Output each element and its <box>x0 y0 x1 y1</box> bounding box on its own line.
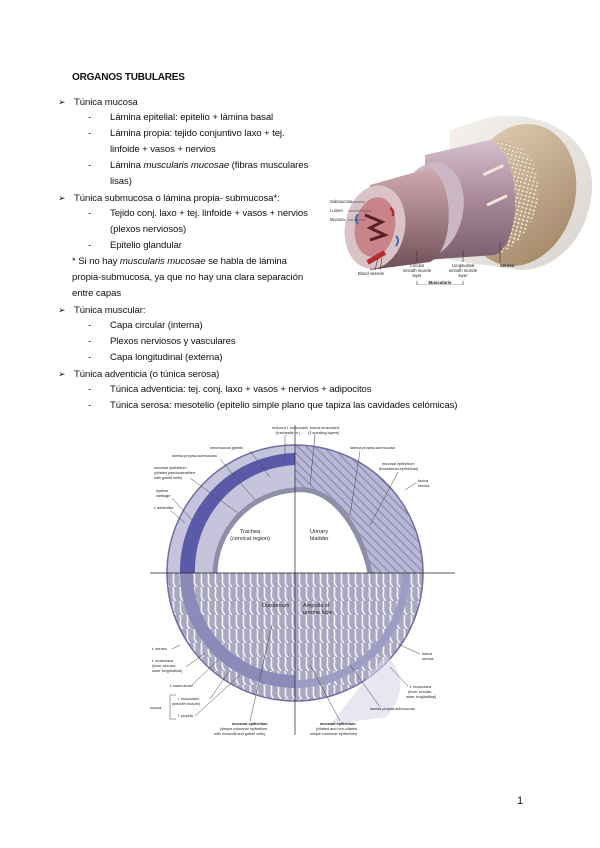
svg-text:(inner circular,: (inner circular, <box>152 664 176 668</box>
svg-text:(inner circular,: (inner circular, <box>408 690 432 694</box>
label-mucosa: Mucosa <box>330 217 345 222</box>
list-item: -Túnica serosa: mesotelio (epitelio simp… <box>88 398 457 414</box>
page-title: ORGANOS TUBULARES <box>72 72 185 83</box>
label-blood-vessels: Blood vessels <box>358 271 384 276</box>
quadrant-trachea: Trachea <box>240 529 261 535</box>
svg-text:mucosal epithelium: mucosal epithelium <box>154 466 187 470</box>
svg-text:(ciliated pseudostratified: (ciliated pseudostratified <box>154 471 195 475</box>
svg-text:bladder: bladder <box>310 536 329 542</box>
svg-text:simple columnar epithelium): simple columnar epithelium) <box>310 732 358 736</box>
svg-text:serosa: serosa <box>422 657 434 661</box>
list-item: -Plexos nerviosos y vasculares <box>88 334 236 350</box>
svg-text:l. muscularis: l. muscularis <box>178 697 199 701</box>
dash-bullet-icon: - <box>88 400 92 411</box>
quadrant-urinary-bladder: Urinary <box>310 529 328 535</box>
svg-text:lamina propria-submucosa: lamina propria-submucosa <box>370 707 416 711</box>
svg-text:hyaline: hyaline <box>156 489 168 493</box>
svg-text:mucosa: mucosa <box>150 706 162 710</box>
dash-bullet-icon: - <box>88 112 92 123</box>
svg-text:(ciliated and non-ciliated: (ciliated and non-ciliated <box>316 727 357 731</box>
organ-cross-section-diagram: Trachea (cervical region) Urinary bladde… <box>150 425 455 736</box>
svg-text:(transitional epithelium): (transitional epithelium) <box>379 467 419 471</box>
svg-text:smooth muscle: smooth muscle <box>449 268 478 273</box>
svg-text:smooth muscle: smooth muscle <box>403 268 432 273</box>
svg-text:tunica muscularis: tunica muscularis <box>310 426 339 430</box>
list-item: -Capa longitudinal (externa) <box>88 350 223 366</box>
svg-text:outer longitudinal): outer longitudinal) <box>152 669 183 673</box>
label-longitudinal: Longitudinal <box>452 263 475 268</box>
svg-text:(trachealis m.): (trachealis m.) <box>276 431 301 435</box>
dash-bullet-icon: - <box>88 160 92 171</box>
svg-text:mucosal epithelium: mucosal epithelium <box>382 462 415 466</box>
list-item: -Epitelio glandular <box>88 238 182 254</box>
arrow-bullet-icon: ➢ <box>58 97 66 107</box>
quadrant-ampulla: Ampulla of <box>303 603 330 609</box>
svg-text:cartilage: cartilage <box>156 494 170 498</box>
section-heading-adventicia: ➢Túnica adventicia (o túnica serosa) <box>58 366 219 383</box>
svg-text:with goblet cells): with goblet cells) <box>154 476 183 480</box>
svg-text:with microvilli and goblet cel: with microvilli and goblet cells) <box>214 732 266 736</box>
arrow-bullet-icon: ➢ <box>58 305 66 315</box>
section-heading-mucosa: ➢Túnica mucosa <box>58 94 138 111</box>
dash-bullet-icon: - <box>88 384 92 395</box>
footnote: * Si no hay muscularis mucosae se habla … <box>72 256 287 267</box>
dash-bullet-icon: - <box>88 208 92 219</box>
list-item: -Lámina epitelial: epitelio + làmina bas… <box>88 110 273 126</box>
quadrant-duodenum: Duodenum <box>262 603 290 609</box>
svg-text:reduced t. muscularis: reduced t. muscularis <box>272 426 308 430</box>
svg-text:(cervical region): (cervical region) <box>230 536 270 542</box>
section-heading-submucosa: ➢Túnica submucosa o lámina propia- submu… <box>58 190 280 207</box>
svg-text:(simple columnar epithelium: (simple columnar epithelium <box>220 727 267 731</box>
list-item: -Tejido conj. laxo + tej. linfoide + vas… <box>88 206 308 222</box>
list-item-continuation: linfoide + vasos + nervios <box>110 144 216 155</box>
svg-text:t. adventitia: t. adventitia <box>154 506 174 510</box>
svg-text:(smooth muscle): (smooth muscle) <box>172 702 201 706</box>
list-item: -Túnica adventicia: tej. conj. laxo + va… <box>88 382 372 398</box>
list-item: -Capa circular (interna) <box>88 318 203 334</box>
svg-text:lamina propria-submucosa: lamina propria-submucosa <box>172 454 218 458</box>
tube-layers-illustration: Submucosa Lumen Mucosa Blood vessels Cir… <box>330 115 593 285</box>
list-item: -Lámina propia: tejido conjuntivo laxo +… <box>88 126 285 142</box>
svg-text:layer: layer <box>458 273 468 278</box>
list-item-continuation: lisas) <box>110 176 132 187</box>
svg-text:t. muscularis: t. muscularis <box>410 685 431 689</box>
svg-text:t. muscularis: t. muscularis <box>152 659 173 663</box>
footnote-line: entre capas <box>72 288 122 299</box>
svg-text:layer: layer <box>412 273 422 278</box>
svg-text:seromucous glands: seromucous glands <box>210 446 243 450</box>
svg-text:uterine tube: uterine tube <box>303 610 333 616</box>
svg-text:t. serosa: t. serosa <box>152 647 167 651</box>
svg-text:mucosal epithelium: mucosal epithelium <box>232 722 268 726</box>
svg-text:(3 spiraling layers): (3 spiraling layers) <box>308 431 340 435</box>
dash-bullet-icon: - <box>88 352 92 363</box>
dash-bullet-icon: - <box>88 240 92 251</box>
svg-text:outer longitudinal): outer longitudinal) <box>406 695 437 699</box>
svg-text:l. propria: l. propria <box>178 714 194 718</box>
dash-bullet-icon: - <box>88 128 92 139</box>
page-number: 1 <box>517 795 524 807</box>
svg-text:serosa: serosa <box>418 484 430 488</box>
list-item: -Lámina muscularis mucosae (fibras muscu… <box>88 158 308 174</box>
footnote-line: propia-submucosa, ya que no hay una clar… <box>72 272 304 283</box>
label-circular: Circular <box>410 263 425 268</box>
dash-bullet-icon: - <box>88 336 92 347</box>
list-item-continuation: (plexos nerviosos) <box>110 224 187 235</box>
svg-text:lamina propria-submucosa: lamina propria-submucosa <box>350 446 396 450</box>
svg-text:tunica: tunica <box>422 652 433 656</box>
label-muscularis: Muscularis <box>429 280 452 285</box>
svg-text:t. submucosa: t. submucosa <box>170 684 193 688</box>
label-serosa: Serosa <box>500 263 515 268</box>
arrow-bullet-icon: ➢ <box>58 369 66 379</box>
label-submucosa: Submucosa <box>330 199 353 204</box>
dash-bullet-icon: - <box>88 320 92 331</box>
arrow-bullet-icon: ➢ <box>58 193 66 203</box>
svg-text:mucosal epithelium: mucosal epithelium <box>320 722 356 726</box>
section-heading-muscular: ➢Túnica muscular: <box>58 302 146 319</box>
label-lumen: Lumen <box>330 208 343 213</box>
svg-text:tunica: tunica <box>418 479 429 483</box>
